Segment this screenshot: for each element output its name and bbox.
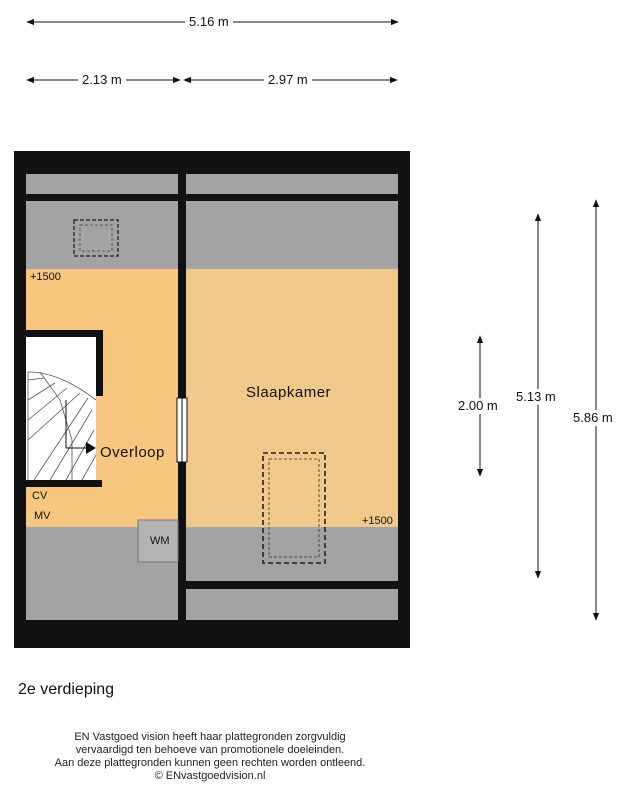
level-right-label: +1500 [362, 515, 393, 527]
level-left-label: +1500 [30, 271, 61, 283]
disclaimer-line-3: Aan deze plattegronden kunnen geen recht… [54, 757, 366, 769]
disclaimer-line-1: EN Vastgoed vision heeft haar plattegron… [74, 731, 346, 743]
stair-wall-bottom [26, 480, 102, 487]
mv-label: MV [34, 510, 51, 522]
wm-label: WM [150, 535, 170, 547]
staircase-treads [27, 371, 97, 481]
stair-wall-side [96, 330, 103, 396]
disclaimer-line-2: vervaardigd ten behoeve van promotionele… [75, 744, 345, 756]
attic-zone-right-bottom [186, 527, 398, 581]
washing-machine-box [137, 519, 179, 563]
dim-height-inner-label: 2.00 m [454, 398, 502, 414]
roof-window-left-inner [79, 224, 113, 252]
disclaimer-line-4: © ENvastgoedvision.nl [154, 770, 266, 782]
dim-height-total-label: 5.86 m [569, 410, 617, 426]
roof-strip-bottom-right [186, 589, 398, 620]
roof-window-left [73, 219, 119, 257]
stair-arrow-icon [86, 442, 96, 454]
cv-label: CV [32, 490, 48, 502]
roof-window-right [262, 452, 326, 564]
roof-window-right-inner [268, 458, 320, 558]
stair-opening [26, 337, 96, 480]
dim-left-width-label: 2.13 m [78, 72, 126, 88]
floor-title: 2e verdieping [18, 681, 115, 698]
dim-total-width-label: 5.16 m [185, 14, 233, 30]
dim-right-width-label: 2.97 m [264, 72, 312, 88]
dim-height-mid-label: 5.13 m [512, 389, 560, 405]
disclaimer: EN Vastgoed vision heeft haar plattegron… [20, 731, 400, 783]
roof-strip-right [186, 174, 398, 194]
attic-zone-left-top [26, 201, 178, 269]
bedroom-floor [186, 269, 398, 527]
attic-zone-right-top [186, 201, 398, 269]
roof-strip-left [26, 174, 178, 194]
landing-label: Overloop [100, 444, 165, 461]
bedroom-label: Slaapkamer [246, 384, 332, 401]
stair-wall-top [26, 330, 102, 337]
